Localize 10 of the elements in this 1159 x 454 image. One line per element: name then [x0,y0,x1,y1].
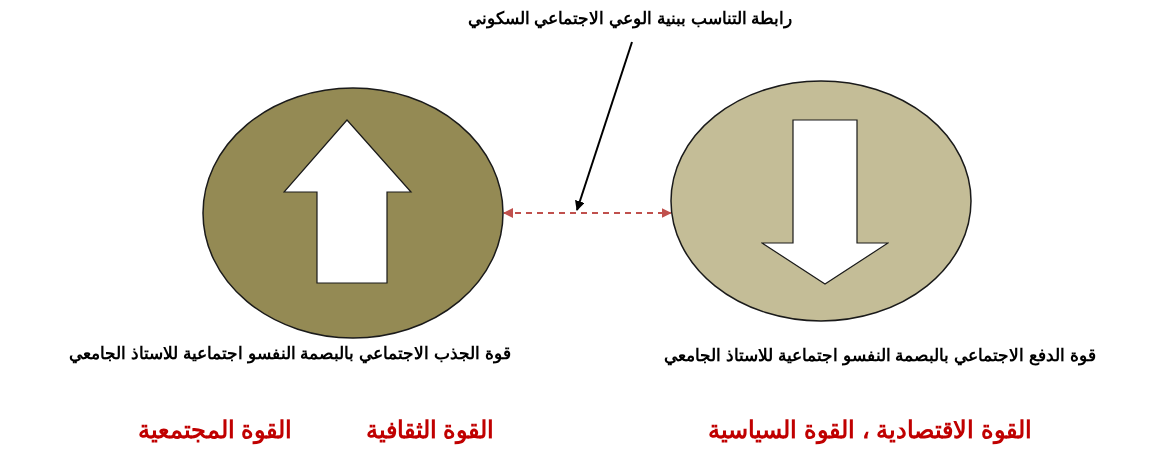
text-label: رابطة التناسب ببنية الوعي الاجتماعي السكوني [467,8,793,29]
heading-text: القوة المجتمعية [137,416,293,444]
heading-text: القوة الثقافية [365,416,495,444]
ellipse [202,87,504,339]
leader-line [575,41,633,211]
heading-text: القوة الاقتصادية ، القوة السياسية [708,416,1032,444]
caption-text: قوة الجذب الاجتماعي بالبصمة النفسو اجتماعية للاستاذ الجامعي [69,343,511,364]
caption-text: قوة الدفع الاجتماعي بالبصمة النفسو اجتماعية للاستاذ الجامعي [664,345,1096,366]
double-arrow [503,208,672,218]
ellipse [670,80,972,322]
